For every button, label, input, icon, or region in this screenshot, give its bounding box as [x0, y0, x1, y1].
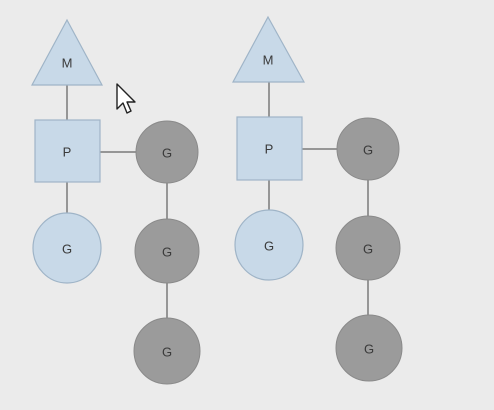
goroutine-queue-label-right-1: G: [363, 242, 373, 257]
processor-square-left: P: [34, 119, 101, 183]
machine-triangle-left: M: [30, 18, 104, 86]
goroutine-queue-item-right-1: G: [335, 215, 401, 281]
left-group: M P G G G G: [30, 18, 201, 385]
goroutine-attached-label-left: G: [62, 242, 72, 257]
processor-square-right: P: [236, 116, 303, 181]
goroutine-attached-label-right: G: [264, 239, 274, 254]
goroutine-queue-item-left-2: G: [133, 317, 201, 385]
processor-label-right: P: [265, 142, 274, 157]
goroutine-queue-item-left-1: G: [134, 218, 200, 284]
goroutine-running-label-right: G: [363, 143, 373, 158]
goroutine-running-label-left: G: [162, 146, 172, 161]
machine-label-left: M: [62, 56, 73, 71]
goroutine-queue-item-right-2: G: [335, 314, 403, 382]
machine-label-right: M: [263, 53, 274, 68]
goroutine-queue-label-left-2: G: [162, 345, 172, 360]
goroutine-queue-label-left-1: G: [162, 245, 172, 260]
mouse-pointer-icon: [116, 83, 136, 114]
goroutine-attached-left: G: [32, 212, 102, 284]
goroutine-queue-label-right-2: G: [364, 342, 374, 357]
goroutine-running-right: G: [336, 117, 400, 181]
goroutine-running-left: G: [135, 120, 199, 184]
processor-label-left: P: [63, 145, 72, 160]
right-group: M P G G G G: [231, 15, 403, 382]
machine-triangle-right: M: [231, 15, 306, 83]
goroutine-attached-right: G: [234, 209, 304, 281]
